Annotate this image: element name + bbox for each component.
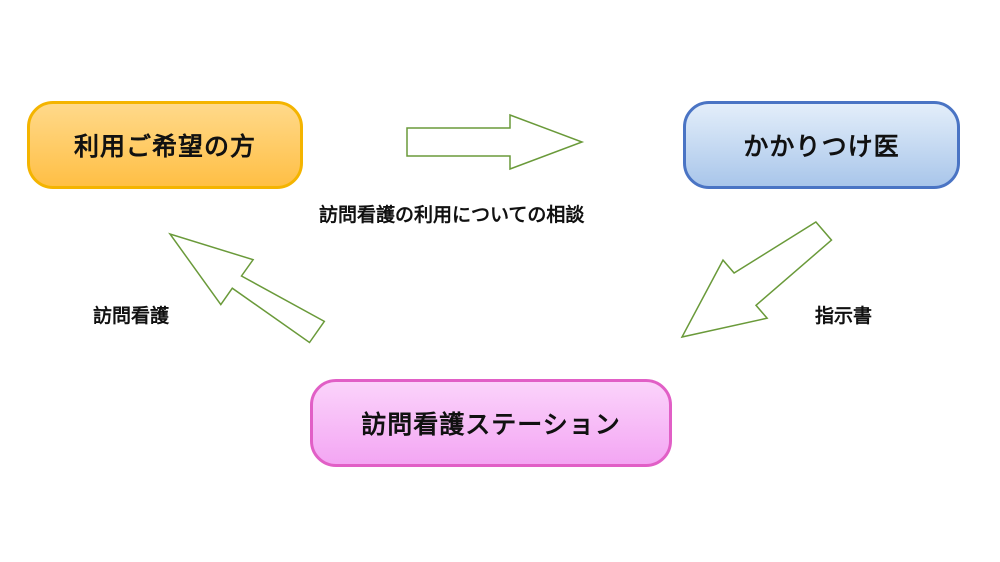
node-user: 利用ご希望の方 — [27, 101, 303, 189]
edge-label-instruction: 指示書 — [815, 305, 873, 327]
arrow-instruction — [680, 221, 833, 339]
node-doctor: かかりつけ医 — [683, 101, 960, 189]
node-station: 訪問看護ステーション — [310, 379, 672, 467]
arrow-consult — [406, 113, 585, 171]
node-user-label: 利用ご希望の方 — [73, 132, 256, 161]
edge-label-visit: 訪問看護 — [93, 305, 170, 327]
arrow-visit — [168, 232, 326, 344]
edge-label-consult: 訪問看護の利用についての相談 — [319, 204, 585, 226]
node-station-label: 訪問看護ステーション — [361, 410, 621, 439]
node-doctor-label: かかりつけ医 — [743, 132, 900, 161]
